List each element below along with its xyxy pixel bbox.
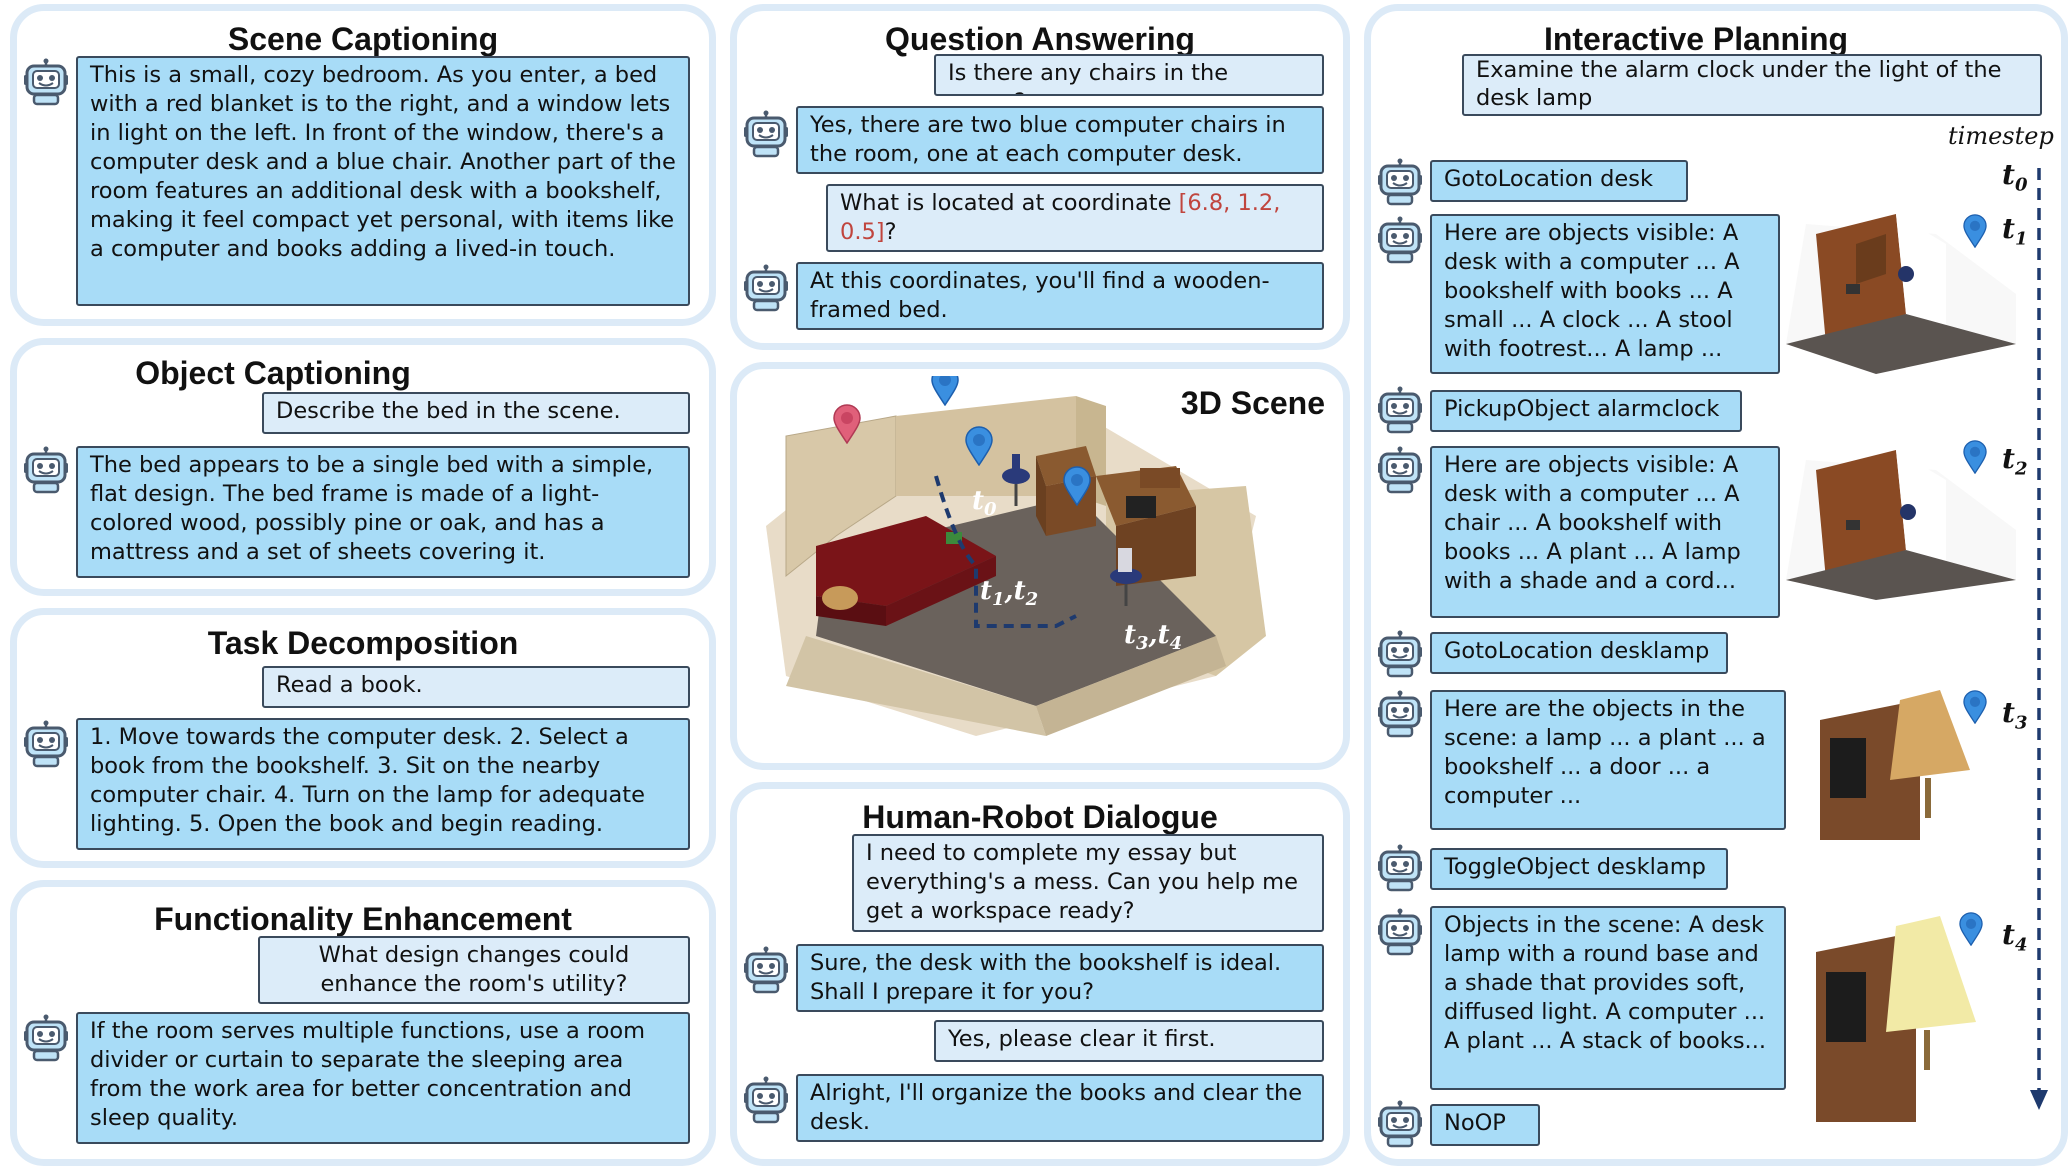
observation-image-2 [1786, 440, 2016, 600]
scene-3d-render [766, 376, 1266, 736]
observation-image-4 [1806, 912, 2002, 1122]
timestep-t3: t3 [2002, 696, 2028, 734]
robot-icon [744, 264, 788, 312]
robot-icon [1378, 216, 1422, 264]
robot-icon [1378, 386, 1422, 434]
object-caption-question: Describe the bed in the scene. [262, 392, 690, 434]
qa-question-2: What is located at coordinate [6.8, 1.2,… [826, 184, 1324, 252]
robot-icon [24, 1014, 68, 1062]
scene-caption-answer: This is a small, cozy bedroom. As you en… [76, 56, 690, 306]
robot-icon [1378, 1100, 1422, 1148]
scene-captioning-title: Scene Captioning [227, 21, 499, 57]
task-decomposition-question: Read a book. [262, 666, 690, 708]
timestep-t2: t2 [2002, 442, 2028, 480]
object-caption-answer: The bed appears to be a single bed with … [76, 446, 690, 578]
task-decomposition-answer: 1. Move towards the computer desk. 2. Se… [76, 718, 690, 850]
planning-observation-4: Objects in the scene: A desk lamp with a… [1430, 906, 1786, 1090]
robot-icon [744, 1076, 788, 1124]
timestep-t0: t0 [2002, 158, 2028, 196]
interactive-planning-title: Interactive Planning [1543, 21, 1849, 57]
planning-observation-3: Here are the objects in the scene: a lam… [1430, 690, 1786, 830]
robot-icon [1378, 158, 1422, 206]
planning-action-pickup-alarmclock: PickupObject alarmclock [1430, 390, 1742, 432]
dialogue-human-2: Yes, please clear it first. [934, 1020, 1324, 1062]
planning-observation-1: Here are objects visible: A desk with a … [1430, 214, 1780, 374]
timestep-label: timestep [1948, 122, 2054, 150]
planning-instruction: Examine the alarm clock under the light … [1462, 54, 2042, 116]
planning-observation-2: Here are objects visible: A desk with a … [1430, 446, 1780, 618]
qa-question-2-suffix: ? [884, 219, 897, 245]
dialogue-robot-2: Alright, I'll organize the books and cle… [796, 1074, 1324, 1142]
planning-action-toggle-desklamp: ToggleObject desklamp [1430, 848, 1728, 890]
robot-icon [1378, 690, 1422, 738]
qa-answer-1: Yes, there are two blue computer chairs … [796, 106, 1324, 174]
functionality-answer: If the room serves multiple functions, u… [76, 1012, 690, 1144]
functionality-enhancement-title: Functionality Enhancement [154, 901, 572, 937]
scene-label-t1-t2: t1,t2 [980, 576, 1039, 611]
timestep-axis [2030, 168, 2048, 1110]
robot-icon [1378, 908, 1422, 956]
scene-3d-title: 3D Scene [1180, 385, 1325, 421]
robot-icon [24, 58, 68, 106]
scene-label-t0: t0 [972, 486, 997, 521]
robot-icon [1378, 630, 1422, 678]
robot-icon [744, 946, 788, 994]
robot-icon [24, 720, 68, 768]
qa-question-2-coordinate: [6.8, 1.2, 0.5] [840, 190, 1281, 245]
object-captioning-title: Object Captioning [135, 355, 411, 391]
robot-icon [1378, 844, 1422, 892]
qa-question-2-text: What is located at coordinate [840, 190, 1179, 216]
task-decomposition-title: Task Decomposition [207, 625, 519, 661]
dialogue-robot-1: Sure, the desk with the bookshelf is ide… [796, 944, 1324, 1012]
robot-icon [1378, 446, 1422, 494]
observation-image-3 [1810, 690, 2000, 840]
qa-answer-2: At this coordinates, you'll find a woode… [796, 262, 1324, 330]
dialogue-human-1: I need to complete my essay but everythi… [852, 834, 1324, 932]
observation-image-1 [1786, 214, 2016, 374]
timestep-t1: t1 [2002, 212, 2028, 250]
robot-icon [744, 110, 788, 158]
qa-question-1: Is there any chairs in the scene? [934, 54, 1324, 96]
planning-action-noop: NoOP [1430, 1104, 1540, 1146]
planning-action-goto-desklamp: GotoLocation desklamp [1430, 632, 1728, 674]
functionality-question: What design changes could enhance the ro… [258, 936, 690, 1004]
planning-action-goto-desk: GotoLocation desk [1430, 160, 1688, 202]
human-robot-dialogue-title: Human-Robot Dialogue [862, 799, 1218, 835]
timestep-t4: t4 [2002, 918, 2028, 956]
robot-icon [24, 446, 68, 494]
scene-label-t3-t4: t3,t4 [1124, 620, 1183, 655]
question-answering-title: Question Answering [885, 21, 1195, 57]
